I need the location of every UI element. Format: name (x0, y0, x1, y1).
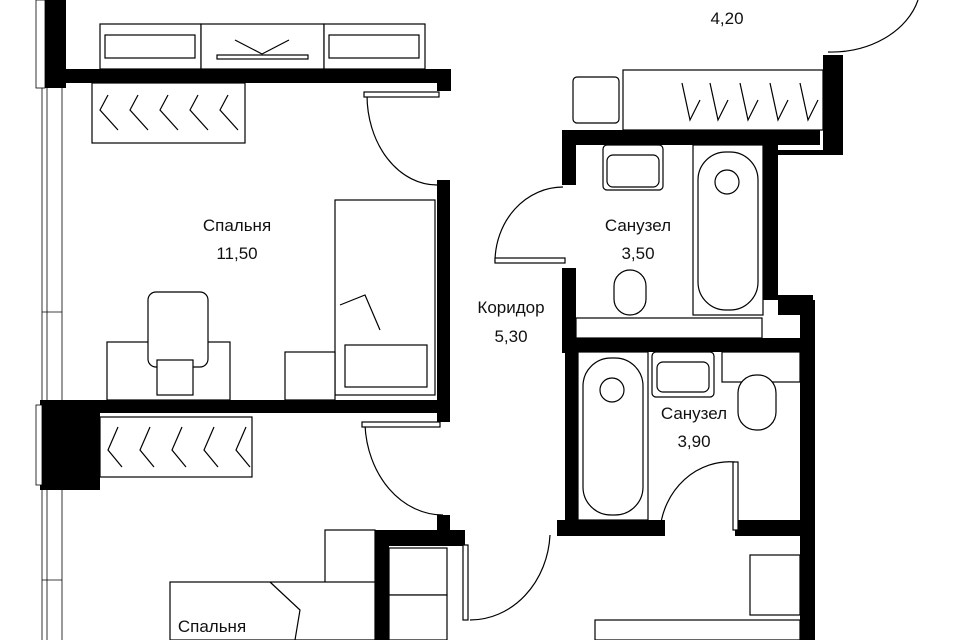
balcony-area: 4,20 (710, 9, 743, 28)
wardrobe-2 (99, 416, 253, 478)
walls (40, 0, 843, 640)
room-label-corridor: Коридор (477, 298, 544, 317)
radiator-right (328, 34, 420, 59)
radiator-left (104, 34, 196, 59)
room-area-bedroom-1: 11,50 (216, 244, 257, 263)
room-label-bedroom-1: Спальня (203, 216, 271, 235)
room-area-bathroom-2: 3,90 (677, 432, 710, 451)
bedroom-2-furniture (169, 529, 801, 640)
room-label-bathroom-2: Санузел (661, 404, 727, 423)
wardrobe (91, 82, 246, 144)
balcony-storage (99, 23, 426, 70)
room-area-corridor: 5,30 (494, 327, 527, 346)
room-area-bathroom-1: 3,50 (621, 244, 654, 263)
bed (284, 199, 436, 401)
doors (361, 0, 919, 621)
left-window (41, 88, 63, 640)
bathroom-2-fixtures (577, 351, 801, 521)
room-label-bedroom-2: Спальня (178, 617, 246, 636)
room-label-bathroom-1: Санузел (605, 216, 671, 235)
window-hatch (35, 0, 46, 486)
bathroom-1-fixtures (572, 69, 824, 339)
desk (106, 291, 231, 401)
